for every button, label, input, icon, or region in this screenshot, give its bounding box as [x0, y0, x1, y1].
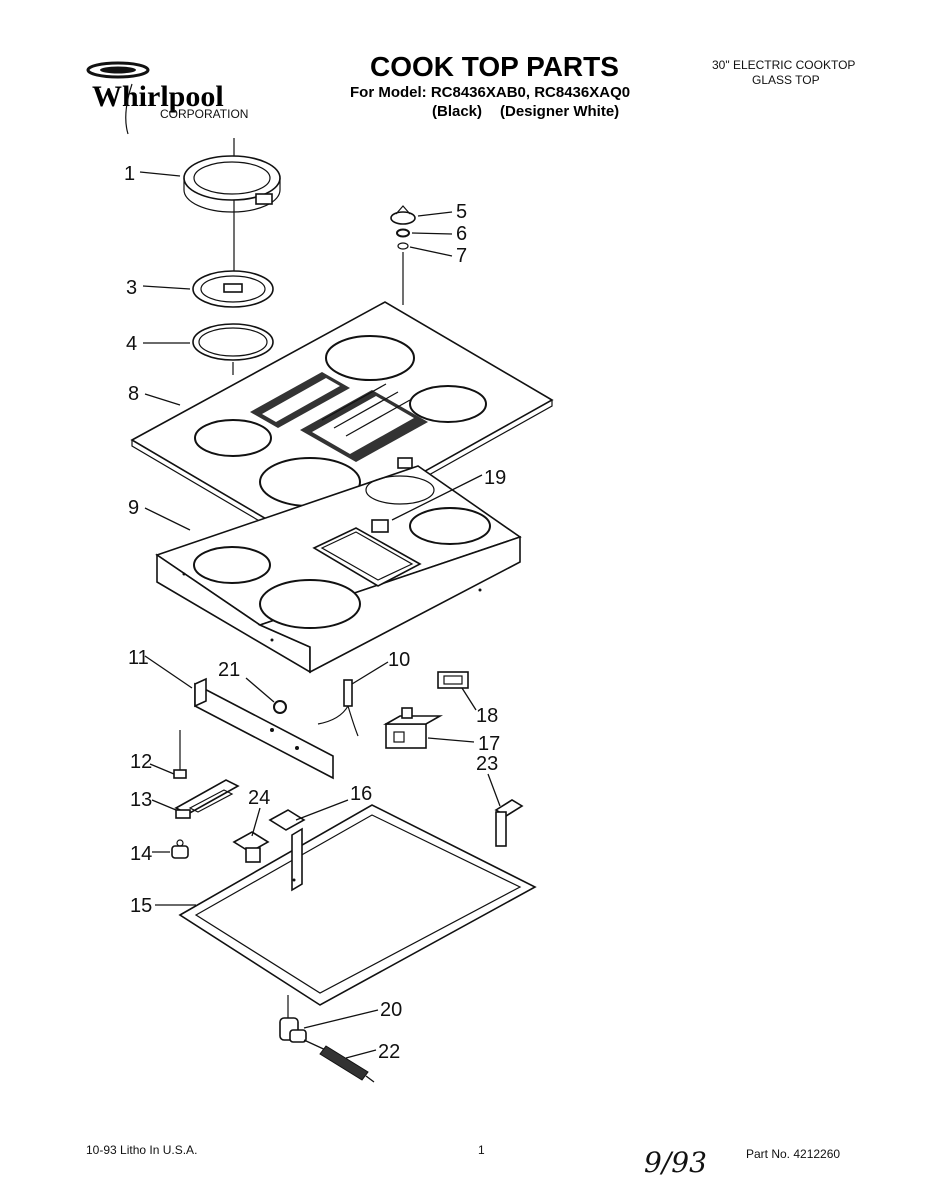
- page-title: COOK TOP PARTS: [370, 51, 619, 82]
- callout-8: 8: [128, 383, 139, 405]
- brand-name: Whirlpool: [92, 80, 224, 113]
- callout-7: 7: [456, 245, 467, 267]
- callout-11: 11: [128, 647, 149, 669]
- part-24-clamp: [232, 831, 270, 863]
- page-number: 1: [478, 1143, 485, 1157]
- part-4-trim-ring: [192, 323, 274, 375]
- product-line-1: 30" ELECTRIC COOKTOP: [712, 58, 855, 72]
- part-18-clip: [437, 671, 469, 689]
- part-23-mounting-bracket: [494, 799, 524, 847]
- callout-10: 10: [388, 649, 410, 671]
- callout-13: 13: [130, 789, 152, 811]
- handwritten-date: 9/93: [644, 1146, 707, 1179]
- callout-1: 1: [124, 163, 135, 185]
- callout-9: 9: [128, 497, 139, 519]
- print-info: 10-93 Litho In U.S.A.: [86, 1143, 197, 1157]
- color-designer-white: (Designer White): [500, 103, 619, 120]
- part-16-bracket: [268, 809, 306, 831]
- callout-24: 24: [248, 787, 270, 809]
- part-number: Part No. 4212260: [746, 1147, 840, 1161]
- part-17-infinite-switch: [382, 707, 444, 749]
- callout-12: 12: [130, 751, 152, 773]
- part-1-surface-element: [183, 138, 281, 290]
- part-8-glass-cooktop: [130, 301, 554, 547]
- callout-14: 14: [130, 843, 152, 865]
- callout-15: 15: [130, 895, 152, 917]
- brand-subtitle: CORPORATION: [160, 107, 248, 121]
- callout-19: 19: [484, 467, 506, 489]
- callout-23: 23: [476, 753, 498, 775]
- callout-5: 5: [456, 201, 467, 223]
- color-black: (Black): [432, 103, 482, 120]
- part-14-thermostat: [171, 839, 189, 859]
- callout-22: 22: [378, 1041, 400, 1063]
- model-line: For Model: RC8436XAB0, RC8436XAQ0: [350, 84, 630, 101]
- part-3-element-bracket: [192, 270, 274, 308]
- callout-3: 3: [126, 277, 137, 299]
- callout-4: 4: [126, 333, 137, 355]
- callout-16: 16: [350, 783, 372, 805]
- callout-21: 21: [218, 659, 240, 681]
- part-22-power-cord: [303, 1039, 375, 1083]
- product-line-2: GLASS TOP: [752, 73, 820, 87]
- control-panel-graphics: [250, 372, 428, 462]
- parts-5-7-fasteners: [390, 205, 416, 305]
- part-13-limit-switch-bracket: [174, 779, 240, 819]
- part-11-bracket: [194, 677, 334, 780]
- part-15-frame: [178, 804, 537, 1006]
- leader-lines: [139, 171, 501, 1059]
- part-12-screw: [173, 730, 187, 779]
- part-20-connector: [279, 995, 307, 1043]
- logo-swirl-icon: [86, 61, 150, 79]
- callout-17: 17: [478, 733, 500, 755]
- whirlpool-logo: Whirlpool CORPORATION: [86, 61, 248, 135]
- part-10-wire-sensor: [317, 679, 359, 737]
- callout-6: 6: [456, 223, 467, 245]
- callout-20: 20: [380, 999, 402, 1021]
- callout-labels: 1 3 4 5 6 7 8 9 10 11 12 13 14 15 16 17 …: [124, 163, 506, 1063]
- callout-18: 18: [476, 705, 498, 727]
- part-21-grommet-icon: [273, 700, 287, 714]
- part-9-burner-box: [155, 465, 522, 674]
